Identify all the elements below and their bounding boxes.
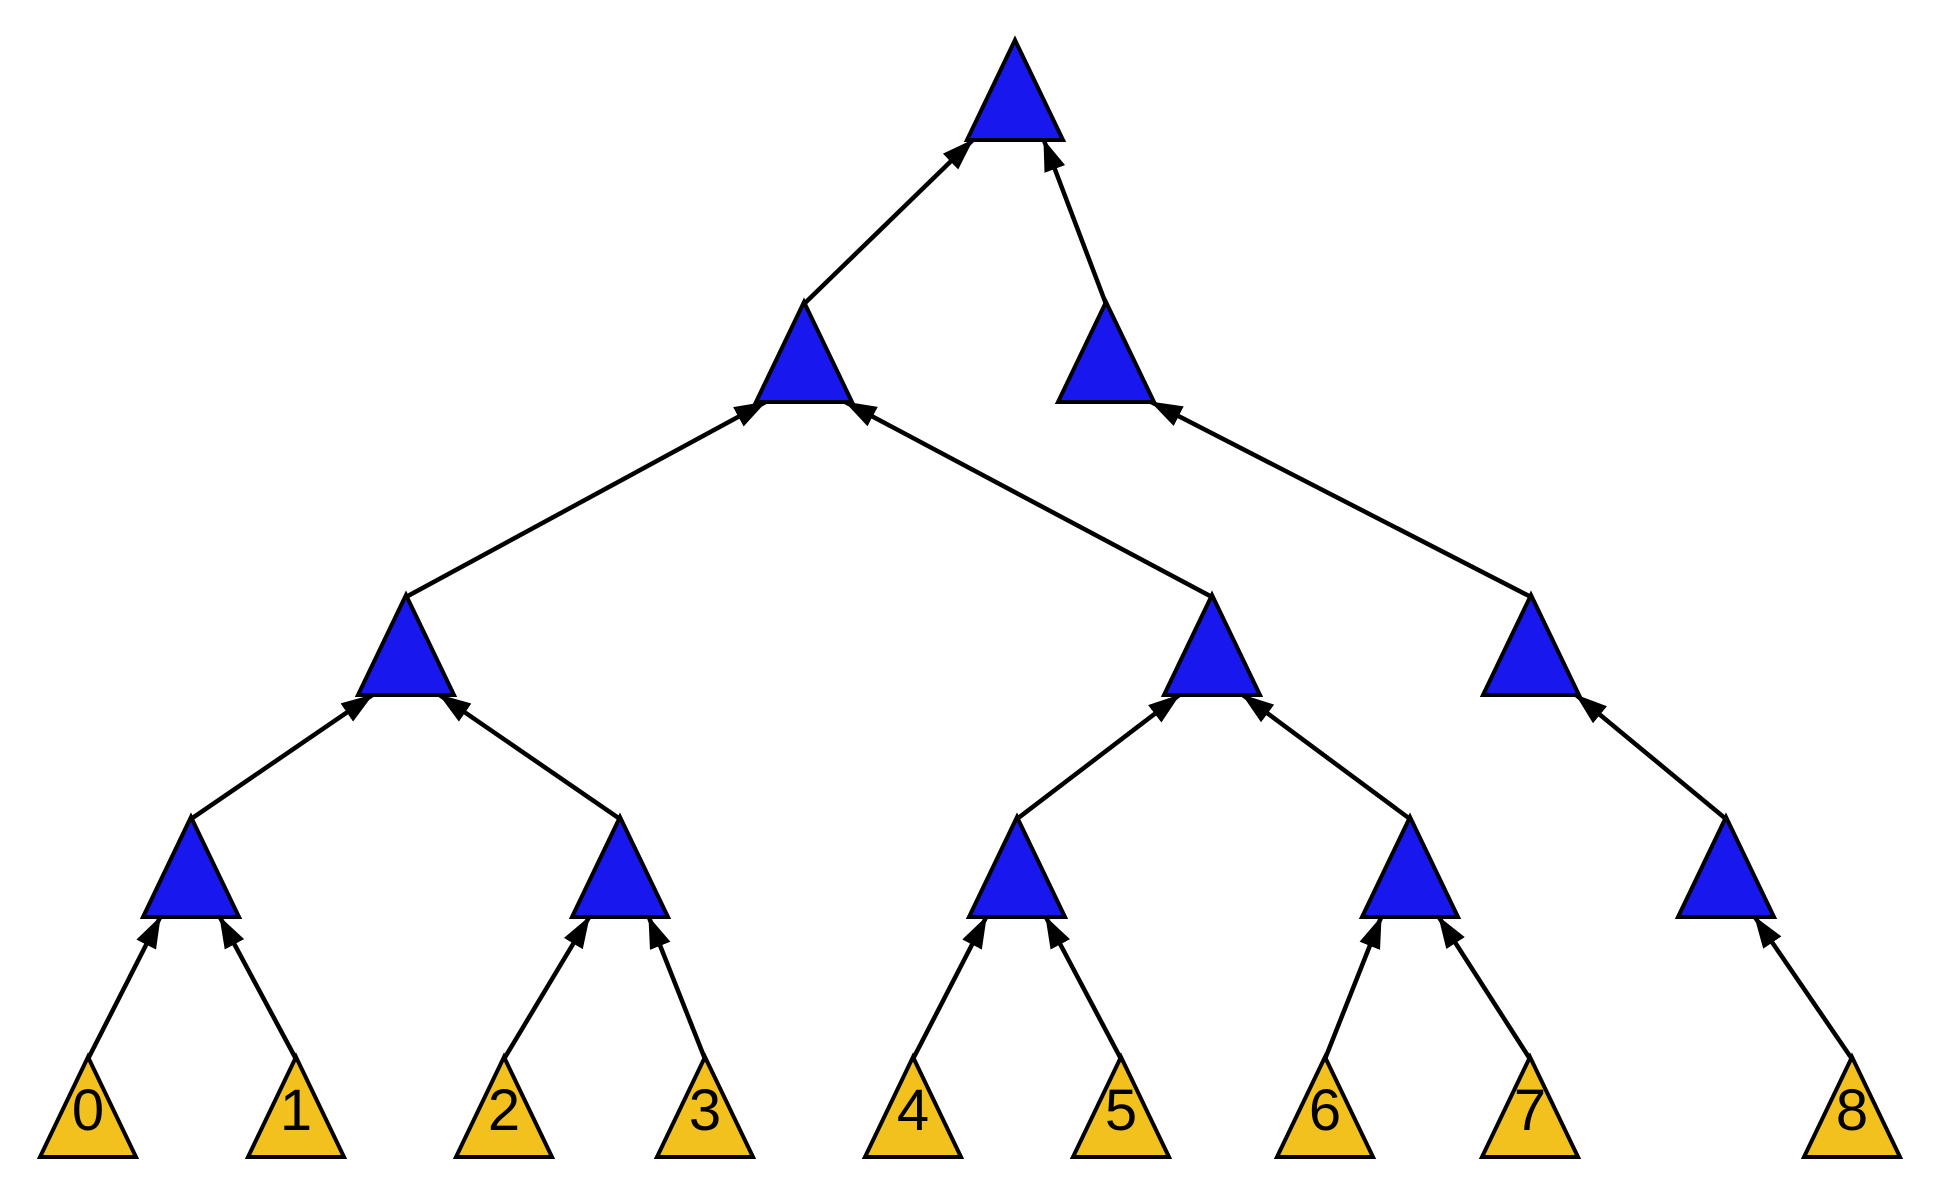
edge-leaf-1-to-merge-0-1: [217, 915, 298, 1061]
tree-node-label-leaf-0: 0: [72, 1078, 104, 1143]
tree-node-leaf-4: [861, 1052, 965, 1159]
edge-leaf-2-to-merge-2-3: [502, 915, 592, 1061]
tree-node-merge-0-3: [354, 590, 458, 697]
tree-node-leaf-5: [1069, 1052, 1173, 1159]
edge-merge-0-1-to-merge-0-3: [189, 693, 374, 821]
tree-node-leaf-2: [452, 1052, 556, 1159]
edge-merge-4-5-to-merge-4-7: [1015, 693, 1181, 821]
tree-node-label-leaf-6: 6: [1309, 1078, 1341, 1143]
edge-leaf-3-to-merge-2-3: [646, 916, 708, 1060]
tree-node-leaf-1: [244, 1052, 348, 1159]
edge-merge-0-7-to-root: [802, 138, 975, 306]
edge-merge-8-to-merge-8b: [1574, 693, 1728, 821]
tree-node-merge-8b: [1479, 590, 1583, 697]
edge-leaf-6-to-merge-6-7: [1322, 916, 1384, 1060]
tree-node-leaf-3: [653, 1052, 757, 1159]
tree-node-merge-0-7: [752, 297, 856, 404]
tree-node-label-leaf-4: 4: [897, 1078, 929, 1143]
tree-node-label-leaf-7: 7: [1514, 1078, 1546, 1143]
tree-node-merge-6-7: [1358, 812, 1462, 919]
tree-node-leaf-7: [1478, 1052, 1582, 1159]
tree-node-label-leaf-2: 2: [488, 1078, 520, 1143]
tree-node-label-leaf-3: 3: [689, 1078, 721, 1143]
edge-leaf-8-to-merge-8: [1752, 915, 1854, 1061]
edge-leaf-7-to-merge-6-7: [1436, 915, 1532, 1061]
edge-merge-6-7-to-merge-4-7: [1241, 693, 1412, 821]
edge-merge-4-7-to-merge-0-7: [844, 400, 1214, 599]
tree-node-merge-4-5: [965, 812, 1069, 919]
tree-node-label-leaf-8: 8: [1836, 1078, 1868, 1143]
tree-node-leaf-6: [1273, 1052, 1377, 1159]
tree-node-label-leaf-5: 5: [1105, 1078, 1137, 1143]
tree-node-merge-8: [1674, 812, 1778, 919]
edge-merge-2-3-to-merge-0-3: [438, 693, 622, 821]
edge-leaf-4-to-merge-4-5: [911, 915, 989, 1061]
tree-node-merge-2-3: [568, 812, 672, 919]
tree-node-leaf-8: [1800, 1052, 1904, 1159]
edge-merge-8c-to-root: [1041, 139, 1109, 305]
edge-leaf-5-to-merge-4-5: [1043, 915, 1123, 1061]
tree-node-label-leaf-1: 1: [280, 1078, 312, 1143]
tree-node-root: [963, 35, 1067, 142]
tree-node-merge-0-1: [139, 812, 243, 919]
edge-merge-0-3-to-merge-0-7: [404, 400, 767, 599]
edge-leaf-0-to-merge-0-1: [85, 915, 163, 1061]
edge-merge-8b-to-merge-8c: [1150, 399, 1533, 600]
tree-node-merge-4-7: [1160, 590, 1264, 697]
tree-node-merge-8c: [1054, 297, 1158, 404]
tree-node-leaf-0: [36, 1052, 140, 1159]
